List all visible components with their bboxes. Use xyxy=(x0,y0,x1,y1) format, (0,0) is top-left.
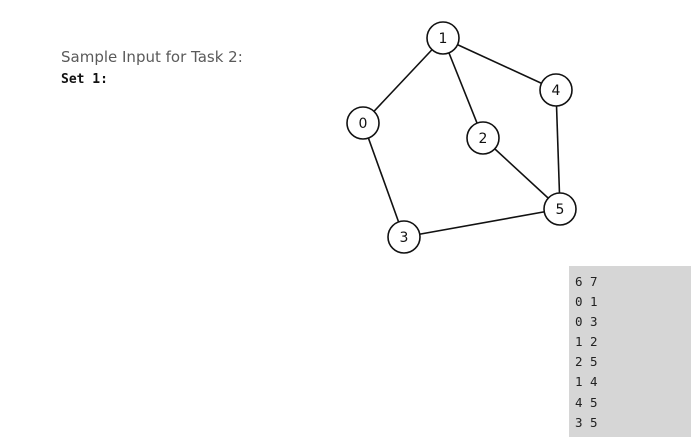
graph-edge-0-1 xyxy=(362,37,444,124)
node-label: 3 xyxy=(400,230,409,246)
graph-edge-3-5 xyxy=(403,208,561,238)
graph-node-2: 2 xyxy=(466,121,500,155)
graph-edge-4-5 xyxy=(555,89,561,210)
sample-input-box: 6 7 0 1 0 3 1 2 2 5 1 4 4 5 3 5 xyxy=(569,266,691,437)
node-circle xyxy=(426,21,460,55)
node-circle xyxy=(346,106,380,140)
graph-edge-2-5 xyxy=(482,137,561,210)
graph-edge-1-4 xyxy=(442,37,557,91)
node-label: 2 xyxy=(479,131,488,147)
graph-node-3: 3 xyxy=(387,220,421,254)
input-line: 1 4 xyxy=(575,374,598,390)
input-line: 4 5 xyxy=(575,394,598,410)
input-line: 0 3 xyxy=(575,314,598,330)
input-line: 1 2 xyxy=(575,334,598,350)
node-circle xyxy=(539,73,573,107)
task-heading: Sample Input for Task 2: xyxy=(61,48,243,66)
input-line: 3 5 xyxy=(575,414,598,430)
input-line: 0 1 xyxy=(575,294,598,310)
graph-node-5: 5 xyxy=(543,192,577,226)
node-circle xyxy=(543,192,577,226)
graph-edge-0-3 xyxy=(362,122,405,238)
graph-node-0: 0 xyxy=(346,106,380,140)
node-circle xyxy=(387,220,421,254)
graph-node-1: 1 xyxy=(426,21,460,55)
node-circle xyxy=(466,121,500,155)
input-line: 2 5 xyxy=(575,354,598,370)
set-label: Set 1: xyxy=(61,72,108,87)
node-label: 1 xyxy=(439,31,448,47)
graph-node-4: 4 xyxy=(539,73,573,107)
graph-edge-1-2 xyxy=(442,37,484,139)
node-label: 0 xyxy=(359,116,368,132)
node-label: 5 xyxy=(556,202,565,218)
input-line: 6 7 xyxy=(575,274,598,289)
node-label: 4 xyxy=(552,83,561,99)
